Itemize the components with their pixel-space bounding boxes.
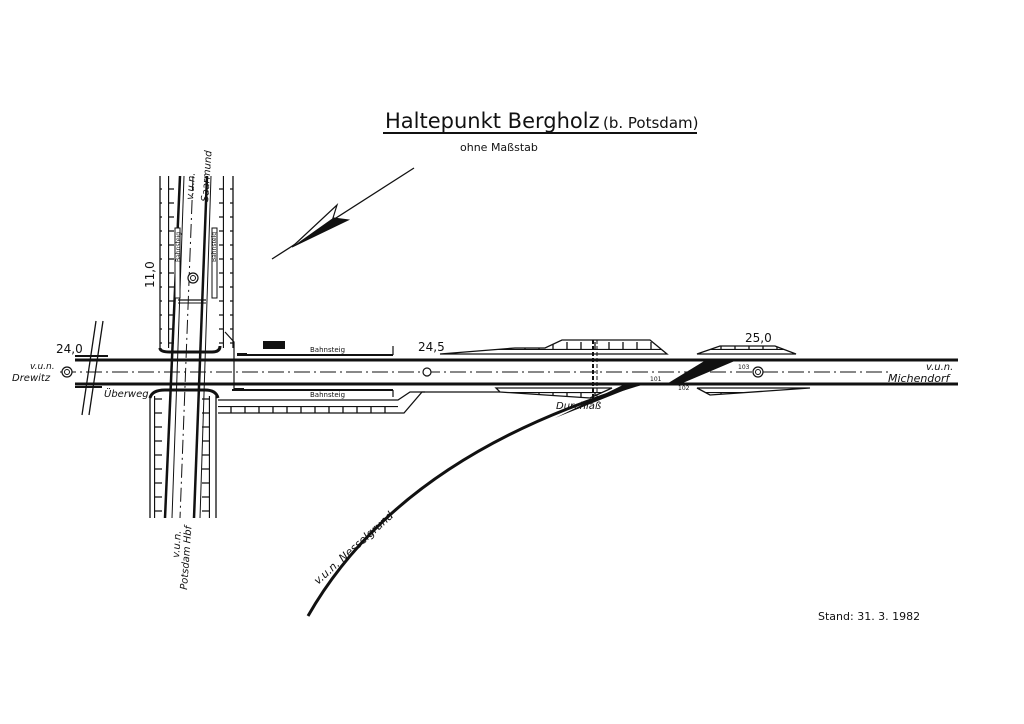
crossing-label: Überweg: [104, 387, 149, 400]
platforms: Bahnsteig Bahnsteig: [224, 331, 394, 399]
switch-102: 102: [678, 385, 690, 392]
switch-103: 103: [738, 364, 750, 371]
title-suffix: (b. Potsdam): [603, 114, 698, 132]
km-11-0: 11,0: [143, 261, 157, 288]
platform-vertical-right: [211, 227, 218, 299]
direction-potsdam-prefix: v.u.n.: [171, 530, 184, 558]
subtitle: ohne Maßstab: [460, 141, 538, 154]
platform-label-upper: Bahnsteig: [310, 346, 345, 354]
platform-label-lower: Bahnsteig: [310, 391, 345, 399]
platform-label-vertical-right: Bahnsteig: [211, 232, 218, 262]
switch-101: 101: [650, 376, 662, 383]
direction-drewitz-prefix: v.u.n.: [30, 362, 55, 372]
crossover-switch: [665, 360, 737, 385]
embankments: [218, 339, 811, 414]
platform-label-vertical-left: Bahnsteig: [175, 232, 182, 262]
culvert-label: Durchlaß: [556, 401, 601, 412]
km-post-marker: [422, 367, 432, 377]
level-crossing: [75, 320, 108, 416]
title-block: Haltepunkt Bergholz (b. Potsdam) ohne Ma…: [383, 109, 698, 154]
platform-vertical-left: [174, 227, 181, 299]
crossing-line-tracks: Bahnsteig Bahnsteig: [148, 175, 234, 519]
shelter-icon: [263, 341, 285, 349]
km-24-5: 24,5: [418, 340, 445, 354]
km-post-marker: [61, 366, 73, 378]
direction-saarmund-prefix: v.u.n.: [185, 172, 198, 200]
title: Haltepunkt Bergholz: [385, 109, 600, 133]
km-25-0: 25,0: [745, 331, 772, 345]
direction-michendorf-prefix: v.u.n.: [926, 362, 953, 373]
km-post-marker: [752, 366, 764, 378]
direction-nesselgrund: v.u.n. Nesselgrund: [311, 508, 396, 587]
direction-potsdam-name: Potsdam Hbf: [179, 524, 195, 590]
direction-saarmund-name: Saarmund: [200, 149, 215, 202]
main-line-tracks: [60, 358, 958, 386]
status-date: Stand: 31. 3. 1982: [818, 610, 920, 623]
north-arrow-icon: [271, 167, 415, 260]
branch-nesselgrund: [306, 360, 737, 617]
direction-drewitz-name: Drewitz: [12, 373, 51, 384]
km-24-0: 24,0: [56, 342, 83, 356]
direction-michendorf-name: Michendorf: [888, 372, 952, 385]
